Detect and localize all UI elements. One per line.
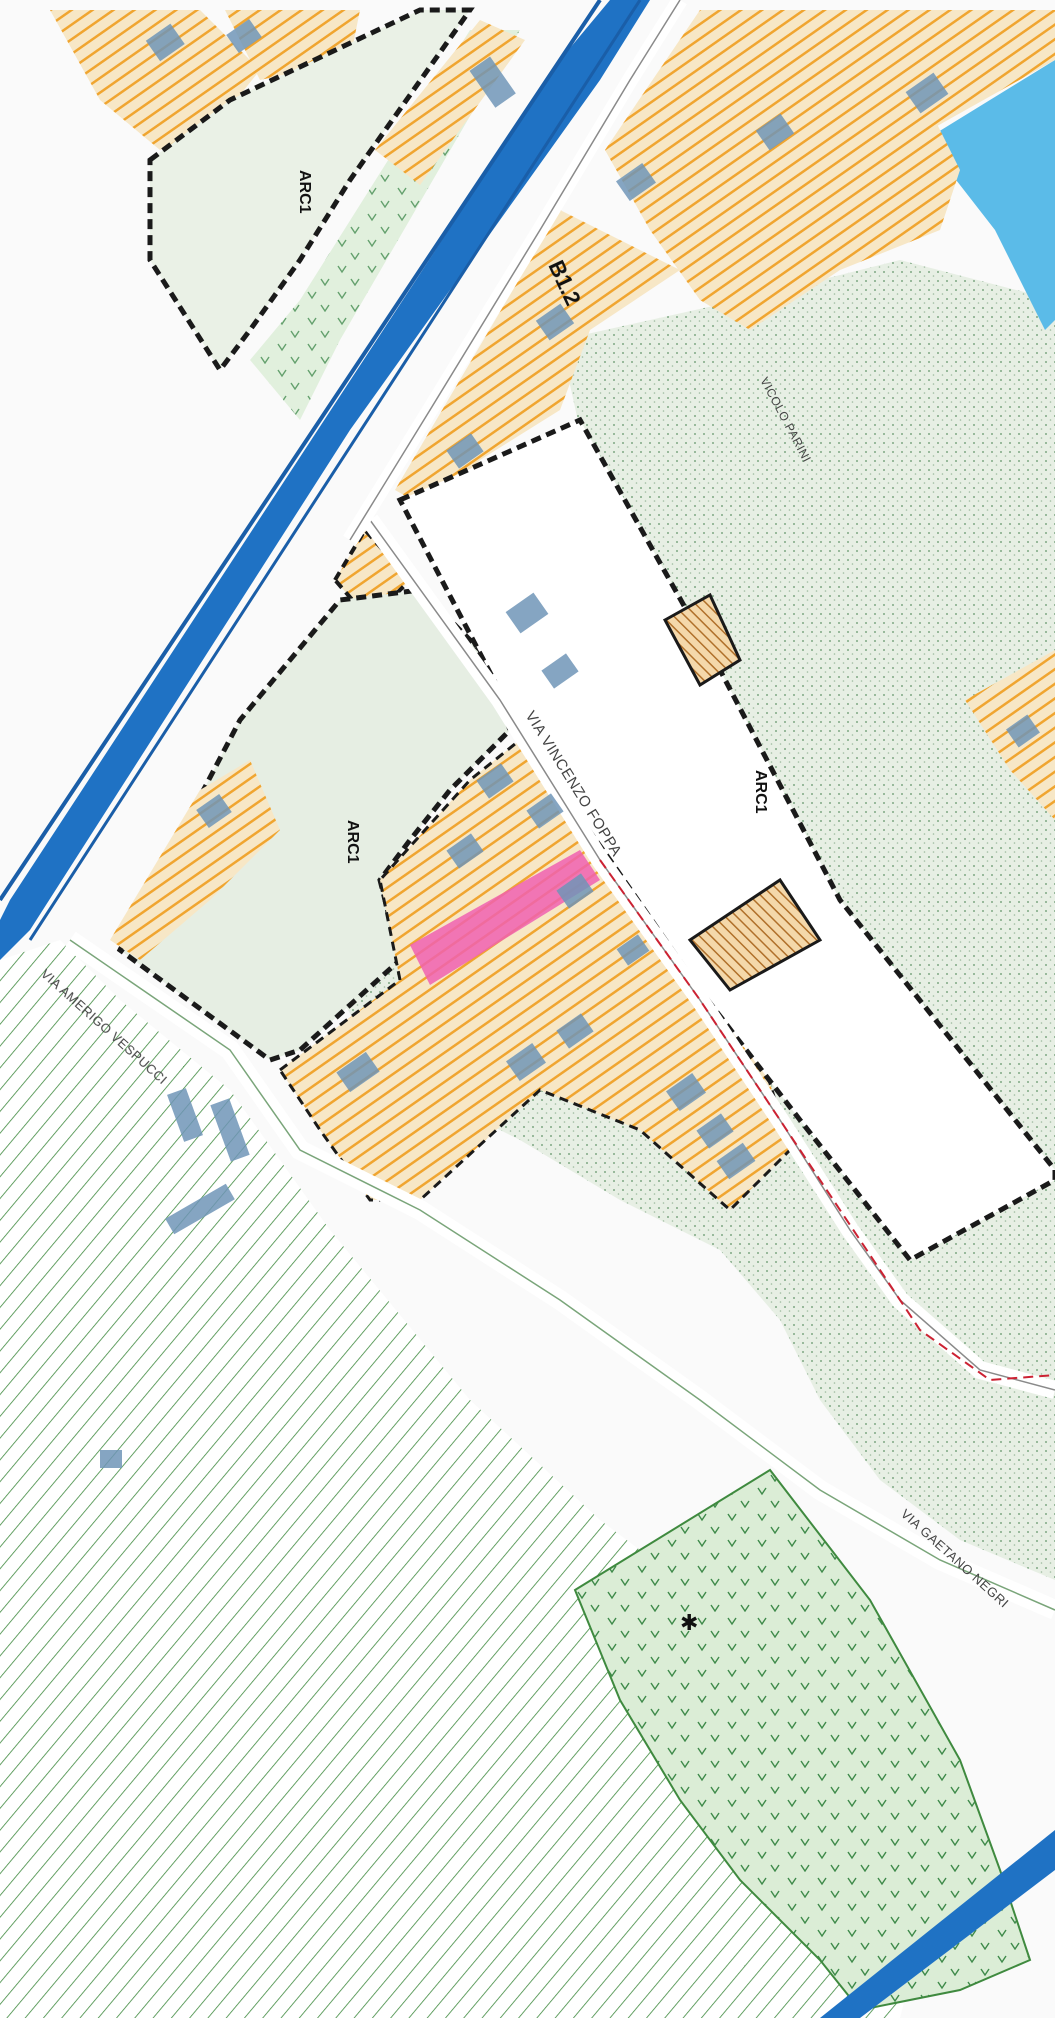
building	[100, 1450, 122, 1468]
building	[210, 1098, 250, 1162]
building	[526, 793, 564, 829]
canal-bank-line	[0, 0, 602, 902]
building	[196, 793, 232, 829]
building	[666, 1072, 706, 1112]
building	[535, 303, 575, 341]
zone-arc1-top-left[interactable]	[147, 7, 475, 375]
building	[905, 72, 949, 114]
canal	[0, 0, 650, 960]
building	[1006, 714, 1040, 748]
building	[506, 1042, 546, 1082]
zone-arc1-center[interactable]	[116, 587, 513, 1063]
zone-b12-block[interactable]	[395, 210, 680, 510]
building	[165, 1183, 235, 1235]
residential-block-left[interactable]	[110, 760, 280, 960]
highlight-strip[interactable]	[410, 850, 600, 985]
road-via-foppa-edge	[369, 519, 1055, 1391]
pond	[925, 60, 1055, 330]
building	[716, 1142, 756, 1180]
residential-block-top-right[interactable]	[855, 10, 1055, 130]
zone-label-arc1-center: ARC1	[344, 820, 361, 864]
building	[505, 592, 549, 634]
building	[476, 763, 514, 799]
zone-label-arc1-top: ARC1	[296, 170, 313, 214]
building	[167, 1088, 203, 1142]
residential-block-top-center[interactable]	[605, 10, 960, 330]
building	[556, 1013, 594, 1049]
brown-block-2[interactable]	[687, 877, 823, 992]
building	[556, 873, 594, 909]
protected-green-zone[interactable]	[573, 1468, 1032, 2012]
building	[226, 18, 262, 54]
building	[446, 433, 484, 469]
building	[616, 934, 650, 966]
brown-block-1[interactable]	[662, 592, 742, 688]
building	[616, 162, 656, 202]
building	[469, 56, 516, 108]
building-footprints	[100, 18, 1040, 1468]
building	[696, 1113, 734, 1149]
road-vespucci-edge	[69, 939, 1055, 1611]
building	[145, 23, 185, 62]
canal-bottom-right	[820, 1830, 1055, 2018]
building	[446, 833, 484, 869]
building	[541, 653, 579, 689]
road-upper-edge	[349, 0, 681, 541]
building	[336, 1051, 380, 1093]
point-marker-icon: ✱	[680, 1610, 698, 1635]
canal-bank-line-2	[28, 0, 642, 941]
zone-label-arc1-right: ARC1	[752, 770, 769, 814]
building	[755, 113, 795, 151]
